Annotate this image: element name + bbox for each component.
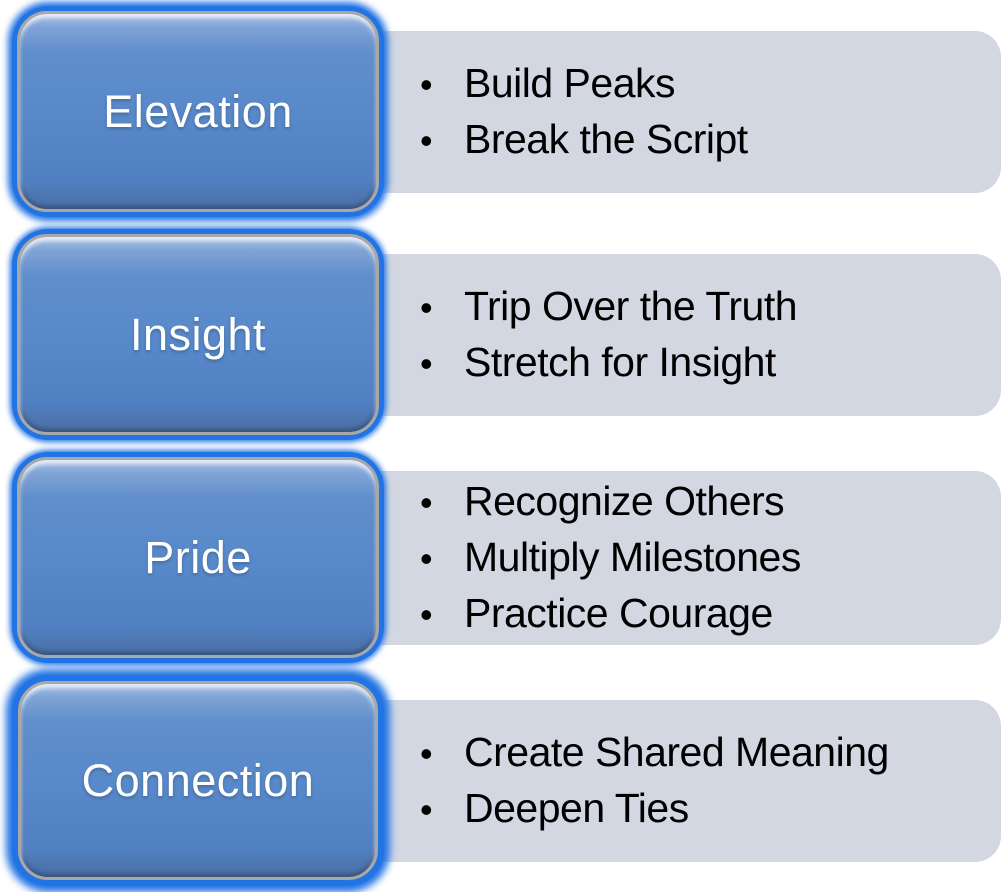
stage-shape-face: Connection xyxy=(18,681,378,880)
stage-title: Connection xyxy=(81,754,315,806)
bullet-list: • Recognize Others • Multiply Milestones • Pr… xyxy=(362,474,1001,642)
bullet-text: Build Peaks xyxy=(464,59,676,106)
bullet-text: Stretch for Insight xyxy=(464,338,776,385)
stage-title: Elevation xyxy=(103,85,293,137)
bullet-item: • Build Peaks xyxy=(420,56,991,112)
bullet-text: Deepen Ties xyxy=(464,784,689,831)
diagram-row-insight: • Trip Over the Truth • Stretch for Insight… xyxy=(0,223,1004,446)
detail-panel: • Build Peaks • Break the Script xyxy=(362,30,1001,193)
bullet-item: • Stretch for Insight xyxy=(420,335,991,391)
bullet-list: • Create Shared Meaning • Deepen Ties xyxy=(362,725,1001,837)
stage-title: Insight xyxy=(129,308,267,360)
bullet-list: • Trip Over the Truth • Stretch for Insight xyxy=(362,279,1001,391)
detail-panel: • Recognize Others • Multiply Milestones • Pr… xyxy=(362,470,1001,645)
bullet-item: • Break the Script xyxy=(420,112,991,168)
bullet-dot-icon: • xyxy=(420,342,433,384)
bullet-text: Practice Courage xyxy=(464,589,773,636)
bullet-dot-icon: • xyxy=(420,537,433,579)
detail-panel: • Trip Over the Truth • Stretch for Insight xyxy=(362,253,1001,416)
bullet-item: • Deepen Ties xyxy=(420,781,991,837)
bullet-item: • Trip Over the Truth xyxy=(420,279,991,335)
bullet-text: Trip Over the Truth xyxy=(464,282,798,329)
bullet-text: Multiply Milestones xyxy=(464,533,801,580)
stage-shape-insight: Insight xyxy=(12,229,384,440)
bullet-item: • Practice Courage xyxy=(420,586,991,642)
stage-shape-connection: Connection xyxy=(12,675,384,886)
stage-shape-face: Insight xyxy=(17,234,379,435)
diagram-row-pride: • Recognize Others • Multiply Milestones • Pr… xyxy=(0,446,1004,669)
bullet-dot-icon: • xyxy=(420,788,433,830)
stage-title: Pride xyxy=(144,531,252,583)
diagram-row-elevation: • Build Peaks • Break the Script Elevation xyxy=(0,0,1004,223)
detail-panel: • Create Shared Meaning • Deepen Ties xyxy=(362,699,1001,862)
bullet-dot-icon: • xyxy=(420,63,433,105)
bullet-dot-icon: • xyxy=(420,732,433,774)
stage-shape-face: Pride xyxy=(17,457,379,658)
bullet-dot-icon: • xyxy=(420,481,433,523)
bullet-dot-icon: • xyxy=(420,119,433,161)
bullet-text: Recognize Others xyxy=(464,477,785,524)
bullet-text: Break the Script xyxy=(464,115,748,162)
bullet-text: Create Shared Meaning xyxy=(464,728,889,775)
bullet-item: • Multiply Milestones xyxy=(420,530,991,586)
stage-shape-elevation: Elevation xyxy=(12,6,384,217)
bullet-item: • Recognize Others xyxy=(420,474,991,530)
stage-shape-pride: Pride xyxy=(12,452,384,663)
bullet-list: • Build Peaks • Break the Script xyxy=(362,56,1001,168)
bullet-dot-icon: • xyxy=(420,593,433,635)
bullet-item: • Create Shared Meaning xyxy=(420,725,991,781)
stage-shape-face: Elevation xyxy=(17,11,379,212)
diagram-row-connection: • Create Shared Meaning • Deepen Ties Conne… xyxy=(0,669,1004,892)
bullet-dot-icon: • xyxy=(420,286,433,328)
